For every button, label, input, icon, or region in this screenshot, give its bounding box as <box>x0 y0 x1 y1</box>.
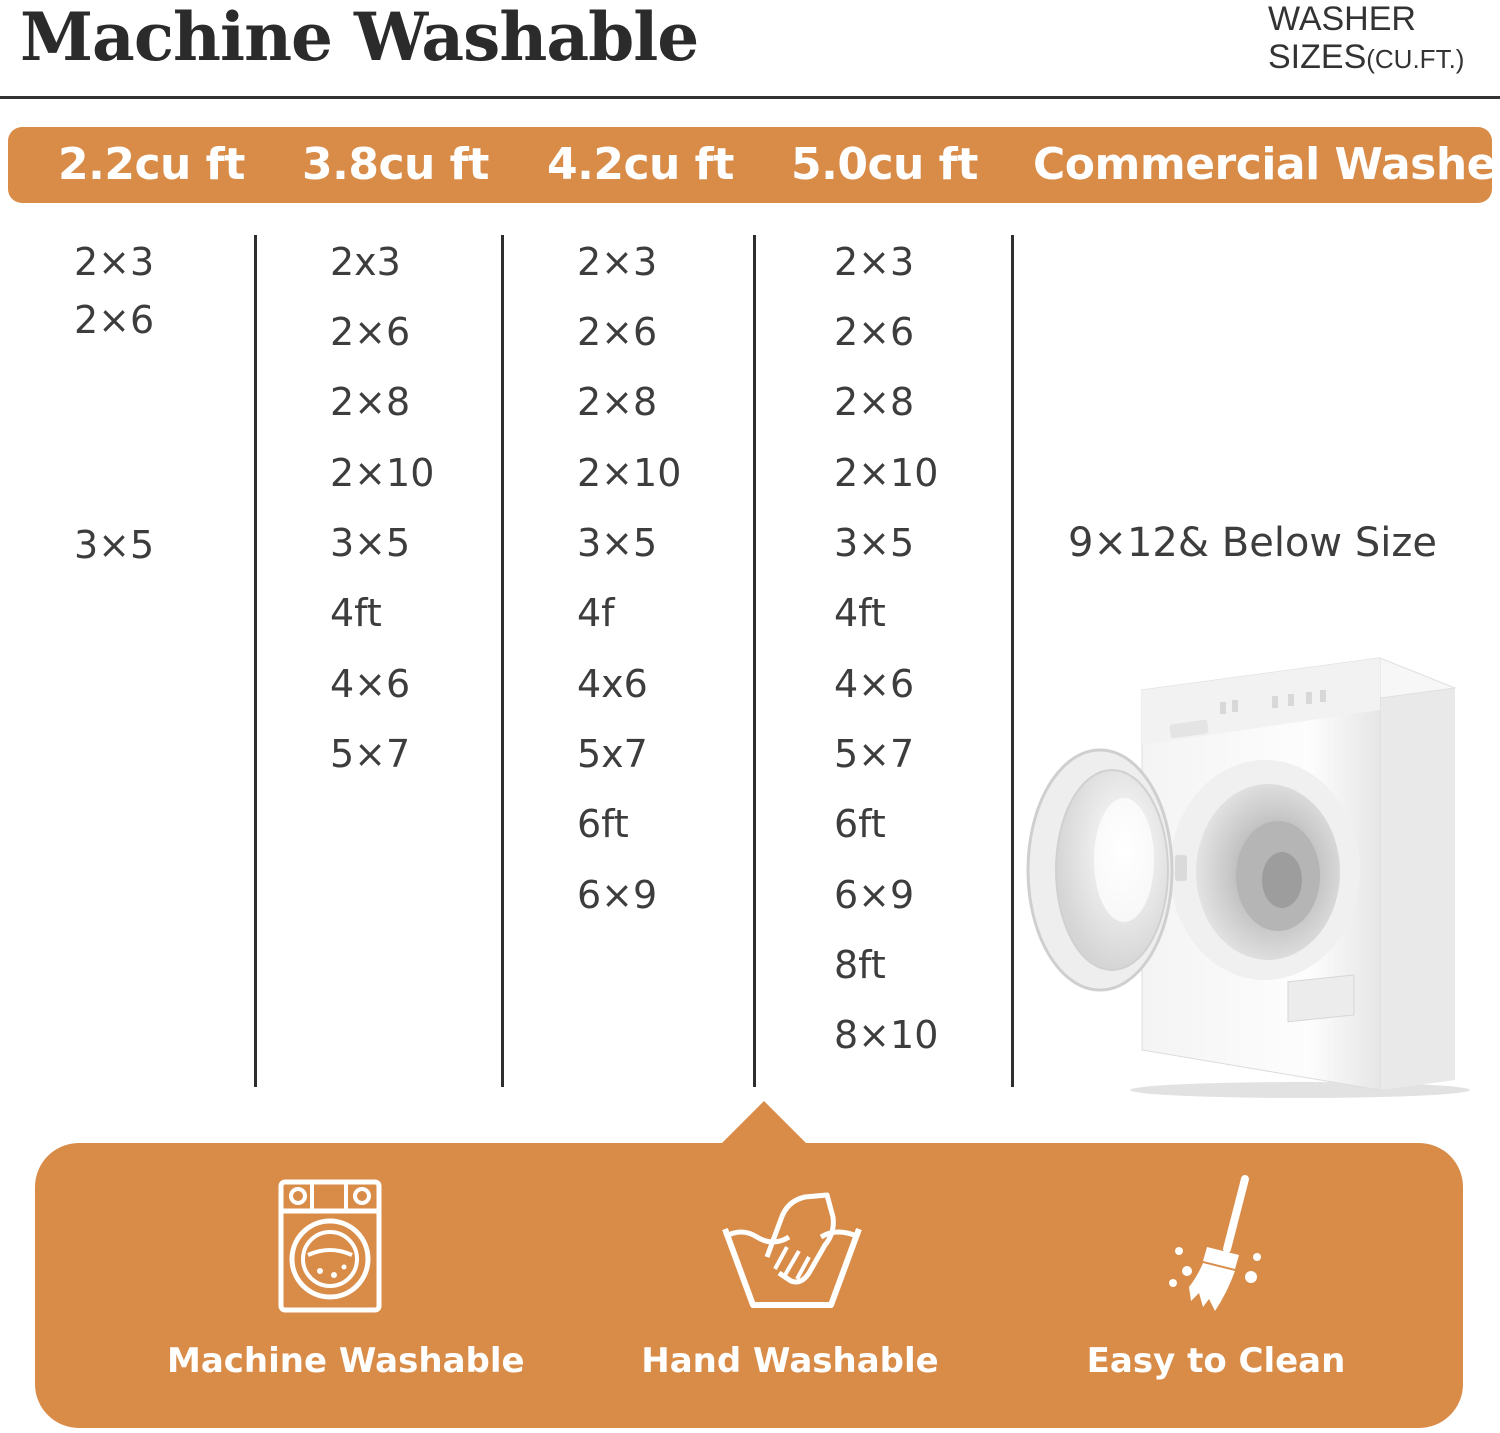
size-cell: 3×5 <box>330 521 411 565</box>
size-cell: 2×8 <box>330 380 411 424</box>
header-divider <box>0 96 1500 99</box>
size-cell: 6×9 <box>577 873 658 917</box>
washer-sizes-caption: WASHER SIZES(CU.FT.) <box>1268 0 1464 78</box>
size-cell: 2×6 <box>74 298 155 342</box>
column-header-5-0: 5.0cu ft <box>791 139 978 190</box>
column-header-4-2: 4.2cu ft <box>547 139 734 190</box>
panel-pointer <box>719 1101 809 1146</box>
caption-unit: (CU.FT.) <box>1366 44 1465 74</box>
size-cell: 2×3 <box>577 240 658 284</box>
size-cell: 2×3 <box>834 240 915 284</box>
size-cell: 4x6 <box>577 662 648 706</box>
size-cell: 2×10 <box>330 451 435 495</box>
caption-line-1: WASHER <box>1268 0 1416 38</box>
size-cell: 3×5 <box>834 521 915 565</box>
broom-icon <box>1169 1175 1261 1311</box>
size-cell: 8×10 <box>834 1013 939 1057</box>
feature-label-hand-washable: Hand Washable <box>641 1341 939 1381</box>
column-header-commercial: Commercial Washer <box>1033 139 1500 190</box>
column-divider <box>501 235 504 1087</box>
commercial-size-note: 9×12& Below Size <box>1068 520 1437 566</box>
size-cell: 2×8 <box>577 380 658 424</box>
column-divider <box>1011 235 1014 1087</box>
size-cell: 4×6 <box>330 662 411 706</box>
size-cell: 4f <box>577 591 615 635</box>
size-cell: 5×7 <box>330 732 411 776</box>
feature-label-easy-to-clean: Easy to Clean <box>1086 1341 1346 1381</box>
size-cell: 3×5 <box>74 523 155 567</box>
size-cell: 6ft <box>834 802 886 846</box>
size-cell: 2×6 <box>834 310 915 354</box>
size-cell: 8ft <box>834 943 886 987</box>
size-cell: 2×6 <box>577 310 658 354</box>
column-header-3-8: 3.8cu ft <box>302 139 489 190</box>
size-cell: 4ft <box>834 591 886 635</box>
care-features-panel: Machine Washable Hand Washable Easy to C… <box>35 1143 1463 1428</box>
column-divider <box>254 235 257 1087</box>
feature-label-machine-washable: Machine Washable <box>167 1341 525 1381</box>
size-cell: 2×6 <box>330 310 411 354</box>
hand-wash-icon <box>722 1192 862 1308</box>
washing-machine-image <box>1026 657 1470 1098</box>
size-cell: 6×9 <box>834 873 915 917</box>
size-cell: 2×10 <box>577 451 682 495</box>
caption-line-2: SIZES(CU.FT.) <box>1268 38 1464 78</box>
size-cell: 6ft <box>577 802 629 846</box>
size-cell: 4ft <box>330 591 382 635</box>
size-cell: 5×7 <box>834 732 915 776</box>
size-cell: 3×5 <box>577 521 658 565</box>
size-cell: 5x7 <box>577 732 648 776</box>
size-cell: 2×10 <box>834 451 939 495</box>
page-title: Machine Washable <box>20 0 699 76</box>
size-cell: 2x3 <box>330 240 401 284</box>
size-cell: 2×8 <box>834 380 915 424</box>
washing-machine-icon <box>278 1179 382 1313</box>
size-cell: 2×3 <box>74 240 155 284</box>
size-header-bar: 2.2cu ft 3.8cu ft 4.2cu ft 5.0cu ft Comm… <box>8 127 1500 203</box>
caption-sizes: SIZES <box>1268 38 1367 76</box>
column-header-2-2: 2.2cu ft <box>58 139 245 190</box>
column-divider <box>753 235 756 1087</box>
size-cell: 4×6 <box>834 662 915 706</box>
